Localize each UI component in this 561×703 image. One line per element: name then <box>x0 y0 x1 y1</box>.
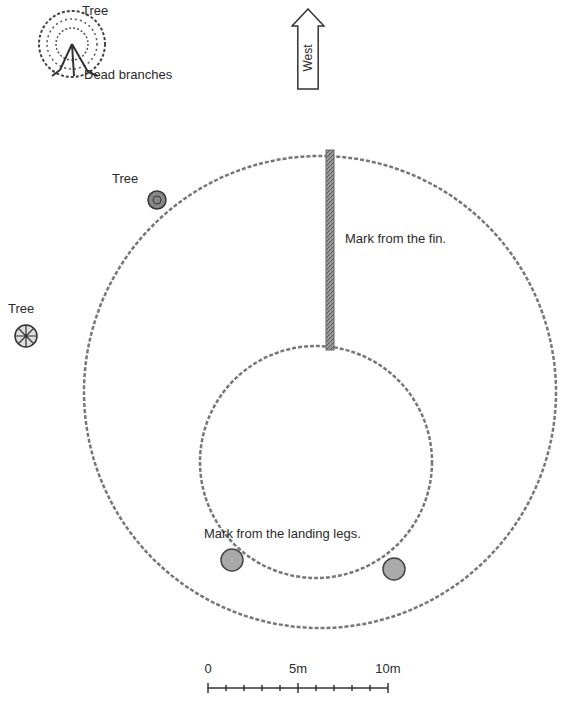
fin-mark-label: Mark from the fin. <box>345 232 446 247</box>
fin-mark <box>326 150 334 350</box>
tree-label: Dead branches <box>84 68 172 83</box>
tree-label: Tree <box>8 302 34 317</box>
scale-number: 0 <box>204 662 211 677</box>
outer-scorch-ring <box>84 156 556 628</box>
small-tree <box>15 325 37 347</box>
scale-number: 10m <box>375 662 400 677</box>
inner-scorch-ring <box>200 346 432 578</box>
tree-label: Tree <box>112 172 138 187</box>
direction-arrow: West <box>291 8 325 90</box>
direction-label: West <box>301 44 315 71</box>
leg-mark <box>221 549 243 571</box>
scale-number: 5m <box>289 662 307 677</box>
scale-bar <box>208 683 388 693</box>
small-tree <box>148 191 166 209</box>
leg-mark-label: Mark from the landing legs. <box>204 527 361 542</box>
arrow-shape <box>292 9 324 89</box>
tree-label: Tree <box>82 4 108 19</box>
leg-mark <box>383 558 405 580</box>
